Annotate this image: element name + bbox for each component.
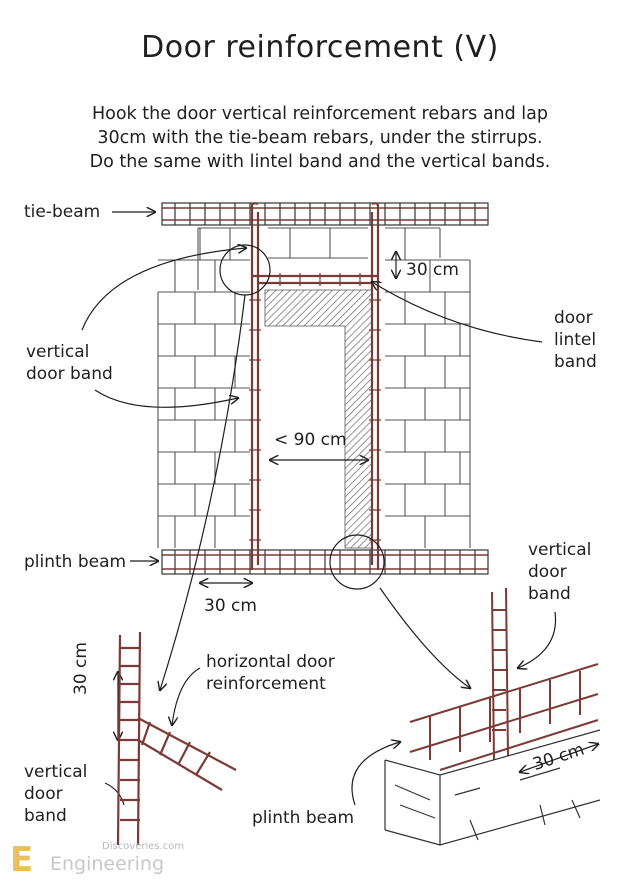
- brick-wall: [157, 227, 471, 548]
- door-ties: [249, 273, 381, 541]
- brick-wall-top: [268, 227, 368, 259]
- dimension-lines: [118, 252, 598, 772]
- detail-circle-top: [219, 244, 271, 296]
- label-vertical-door-band-bottom: vertical door band: [24, 761, 87, 827]
- label-vertical-door-band-left: vertical door band: [26, 341, 113, 385]
- detail-circle-bottom: [329, 534, 385, 590]
- label-vdb-right-1: vertical: [528, 540, 592, 560]
- label-vdb-left-2: door band: [26, 364, 113, 384]
- label-door-lintel-band-2: lintel: [554, 330, 597, 350]
- intro-text: Hook the door vertical reinforcement reb…: [40, 102, 600, 174]
- label-vdb-bottom-2: door: [24, 784, 63, 804]
- label-dim-30-top: 30 cm: [406, 260, 459, 280]
- label-vdb-bottom-1: vertical: [24, 762, 88, 782]
- door-hatch: [264, 289, 373, 549]
- intro-line-3: Do the same with lintel band and the ver…: [89, 152, 551, 172]
- door-rebars: [250, 202, 380, 570]
- label-vdb-right-2: door: [528, 562, 567, 582]
- intro-line-2: 30cm with the tie-beam rebars, under the…: [97, 128, 543, 148]
- ladder-detail-left: [116, 631, 237, 846]
- watermark-logo: E: [10, 840, 34, 880]
- label-vertical-door-band-right: vertical door band: [528, 539, 591, 605]
- label-vdb-right-3: band: [528, 584, 571, 604]
- label-plinth-beam-bottom: plinth beam: [252, 808, 355, 828]
- plinth-beam: [161, 549, 489, 575]
- watermark: E Discoveries.com Engineering: [10, 838, 210, 882]
- label-vdb-left-1: vertical: [26, 342, 90, 362]
- leader-lines: [81, 212, 557, 806]
- label-door-lintel-band-3: band: [554, 352, 597, 372]
- label-dim-90: < 90 cm: [274, 430, 347, 450]
- label-dim-30-vertical: 30 cm: [71, 642, 91, 695]
- brick-wall-right: [385, 227, 471, 548]
- watermark-site: Discoveries.com: [102, 841, 185, 852]
- label-hdr-2: reinforcement: [206, 674, 326, 694]
- label-horizontal-door-reinforcement: horizontal door reinforcement: [206, 651, 335, 695]
- diagram-title: Door reinforcement (V): [141, 30, 499, 65]
- label-door-lintel-band-1: door: [554, 308, 593, 328]
- label-tie-beam: tie-beam: [24, 202, 101, 222]
- watermark-brand: Engineering: [50, 853, 164, 875]
- label-hdr-1: horizontal door: [206, 652, 335, 672]
- label-dim-30-bottom: 30 cm: [204, 596, 257, 616]
- iso-detail-right: [409, 587, 599, 771]
- tie-beam: [161, 202, 489, 226]
- intro-line-1: Hook the door vertical reinforcement reb…: [91, 104, 549, 124]
- label-plinth-beam-left: plinth beam: [24, 552, 127, 572]
- label-door-lintel-band: door lintel band: [554, 307, 597, 373]
- plinth-block: [384, 729, 601, 846]
- brick-wall-left: [157, 227, 250, 548]
- label-vdb-bottom-3: band: [24, 806, 67, 826]
